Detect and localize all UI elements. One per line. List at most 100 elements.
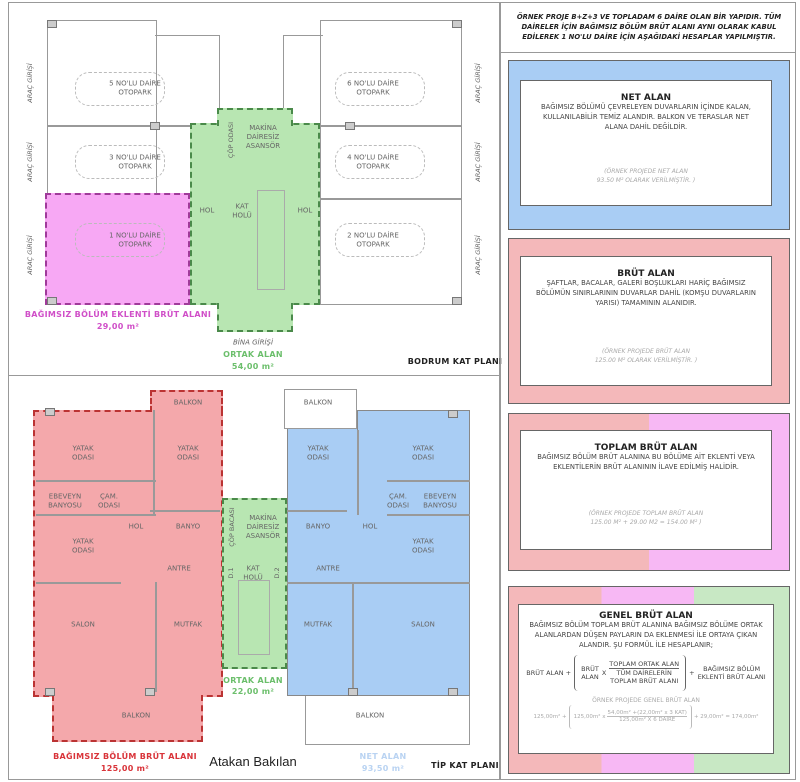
annex-area-label: BAĞIMSIZ BÖLÜM EKLENTİ BRÜT ALANI (24, 310, 212, 319)
column (348, 688, 358, 696)
common-area-value: 22,00 m² (231, 687, 275, 696)
door-d2-label: D.2 (273, 567, 281, 579)
wall (36, 582, 121, 584)
parking-label: 4 NO'LU DAİRE OTOPARK (347, 153, 399, 170)
wall (153, 410, 155, 515)
wall (320, 20, 462, 305)
formula-numerator: 54,00m² +(22,00m² x 3 KAT) (607, 710, 687, 718)
wall (357, 430, 359, 515)
column (45, 408, 55, 416)
gross-area (52, 695, 203, 742)
vehicle-entry-label: ARAÇ GİRİŞİ (26, 235, 34, 275)
wall (387, 480, 470, 482)
common-area-value: 54,00 m² (231, 362, 275, 371)
room-label: BALKON (355, 711, 385, 720)
room-label: BANYO (175, 522, 201, 531)
gross-area (33, 410, 223, 697)
formula-term: 125,00m² + (533, 713, 567, 720)
room-label: YATAK ODASI (71, 537, 95, 554)
card-title: GENEL BRÜT ALAN (599, 611, 693, 621)
car-outline (75, 223, 165, 257)
room-label: SALON (71, 620, 95, 629)
net-area (287, 428, 470, 696)
formula-numerator: TOPLAM ORTAK ALAN (609, 660, 680, 670)
room-label: MUTFAK (303, 620, 333, 629)
wall (155, 35, 220, 125)
common-area-label: ORTAK ALAN (223, 676, 283, 685)
room-label: ANTRE (316, 564, 340, 573)
column (448, 410, 458, 418)
formula: BRÜT ALAN + BRÜT ALAN X TOPLAM ORTAK ALA… (523, 654, 769, 691)
card-example: (ÖRNEK PROJEDE TOPLAM BRÜT ALAN 125.00 M… (588, 509, 704, 526)
trash-room-label: ÇÖP ODASI (227, 121, 235, 159)
column (47, 20, 57, 28)
formula-term: X (601, 668, 607, 677)
stairs (238, 580, 270, 655)
vehicle-entry-label: ARAÇ GİRİŞİ (474, 142, 482, 182)
intro-text: ÖRNEK PROJE B+Z+3 VE TOPLADAM 6 DAİRE OL… (516, 13, 782, 42)
card-example: ÖRNEK PROJEDE GENEL BRÜT ALAN (592, 696, 700, 704)
room-label: YATAK ODASI (176, 444, 200, 461)
divider (8, 375, 500, 376)
room-label: SALON (411, 620, 435, 629)
wall (47, 125, 190, 127)
common-area (217, 303, 293, 332)
floor-hall-label: KAT HOLÜ (243, 564, 263, 581)
card-example: (ÖRNEK PROJEDE BRÜT ALAN 125.00 M² OLARA… (594, 347, 698, 364)
wall (352, 582, 354, 692)
card-title: BRÜT ALAN (617, 269, 675, 279)
annex-area-value: 29,00 m² (96, 322, 140, 331)
room-label: HOL (128, 522, 144, 531)
card-desc: BAĞIMSIZ BÖLÜM BRÜT ALANINA BU BÖLÜME Aİ… (537, 453, 755, 471)
plan-title: TİP KAT PLANI (431, 761, 499, 770)
divider (500, 52, 796, 53)
net-alan-box: NET ALAN BAĞIMSIZ BÖLÜMÜ ÇEVRELEYEN DUVA… (520, 80, 772, 206)
room-label: BALKON (173, 398, 203, 407)
hall-label: HOL (297, 206, 313, 215)
formula-term: 125,00m² x (573, 713, 606, 720)
card-title: TOPLAM BRÜT ALAN (594, 443, 698, 453)
column (45, 688, 55, 696)
formula-denominator: 125,00m² X 6 DAİRE (619, 717, 676, 724)
room-label: ANTRE (167, 564, 191, 573)
formula-term: BAĞIMSIZ BÖLÜM EKLENTİ BRÜT ALANI (697, 664, 766, 681)
wall (320, 125, 462, 127)
parking-label: 5 NO'LU DAİRE OTOPARK (109, 79, 161, 96)
vehicle-entry-label: ARAÇ GİRİŞİ (26, 63, 34, 103)
room-label: ÇAM. ODASI (386, 492, 410, 509)
net-area-value: 93,50 m² (361, 764, 405, 773)
wall (150, 510, 220, 512)
card-desc: BAĞIMSIZ BÖLÜMÜ ÇEVRELEYEN DUVARLARIN İÇ… (541, 103, 751, 131)
room-label: EBEVEYN BANYOSU (423, 492, 457, 509)
column (452, 297, 462, 305)
trash-chute-label: ÇÖP BACASI (228, 507, 236, 547)
room-label: BALKON (303, 398, 333, 407)
balcony (305, 696, 470, 745)
car-outline (335, 72, 425, 106)
gross-area-label: BAĞIMSIZ BÖLÜM BRÜT ALANI (53, 752, 197, 761)
common-area (217, 108, 293, 126)
formula-term: BRÜT ALAN + (526, 668, 572, 677)
room-label: MUTFAK (173, 620, 203, 629)
wall (36, 480, 156, 482)
gross-area-value: 125,00 m² (100, 764, 150, 773)
room-label: YATAK ODASI (411, 537, 435, 554)
plan-title: BODRUM KAT PLANI (407, 357, 503, 366)
column (150, 122, 160, 130)
genel-brut-box: GENEL BRÜT ALAN BAĞIMSIZ BÖLÜM TOPLAM BR… (518, 604, 774, 754)
vehicle-entry-label: ARAÇ GİRİŞİ (474, 235, 482, 275)
elevator-label: MAKİNA DAİRESİZ ASANSÖR (245, 513, 281, 540)
parking-label: 2 NO'LU DAİRE OTOPARK (347, 231, 399, 248)
column (345, 122, 355, 130)
wall (287, 582, 470, 584)
column (448, 688, 458, 696)
column (452, 20, 462, 28)
car-outline (75, 145, 165, 179)
room-label: YATAK ODASI (411, 444, 435, 461)
hall-label: HOL (199, 206, 215, 215)
elevator-label: MAKİNA DAİRESİZ ASANSÖR (245, 123, 281, 150)
vehicle-entry-label: ARAÇ GİRİŞİ (474, 63, 482, 103)
author-label: Atakan Bakılan (209, 753, 297, 769)
annex-area (45, 193, 190, 305)
car-outline (335, 223, 425, 257)
